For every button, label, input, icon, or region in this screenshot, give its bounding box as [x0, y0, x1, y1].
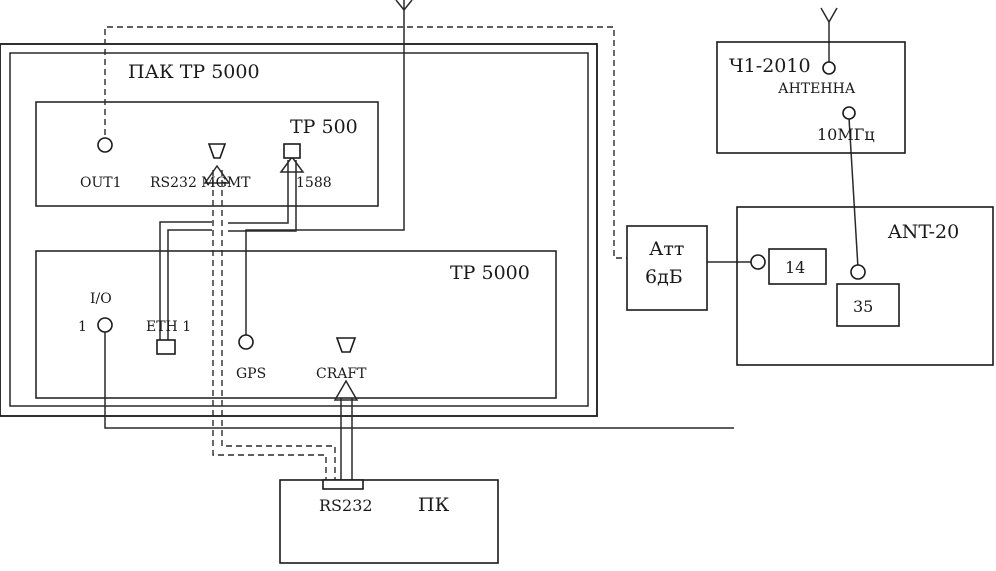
tp500-label: ТР 500	[290, 116, 358, 138]
ant20-port35-connector	[850, 264, 866, 280]
eth-label: ETH 1	[146, 319, 191, 335]
pc-rs232-port	[322, 479, 364, 490]
p1588-cable	[228, 155, 305, 232]
gps-antenna-wire	[245, 10, 405, 340]
ch1-block	[716, 41, 906, 154]
out1-dashed-wire	[104, 26, 627, 259]
eth-port	[156, 339, 176, 355]
gps-label: GPS	[236, 366, 266, 382]
pc-label: ПК	[418, 494, 450, 516]
pak-label: ПАК ТР 5000	[128, 61, 260, 83]
p1588-port	[283, 143, 301, 159]
att-label-1: Атт	[649, 238, 684, 260]
io-port	[97, 317, 113, 333]
eth-cable	[159, 221, 212, 340]
p1588-label: 1588	[296, 175, 332, 191]
craft-cable	[333, 379, 359, 480]
out1-port	[97, 137, 113, 153]
craft-label: CRAFT	[316, 366, 367, 382]
craft-port-icon	[335, 337, 357, 353]
pak-frame	[0, 43, 598, 417]
ch1-antenna-port	[822, 61, 836, 75]
ch1-label: Ч1-2010	[729, 55, 811, 77]
tp5000-label: ТР 5000	[450, 262, 530, 284]
tp5000-block	[35, 250, 557, 399]
att-label-2: 6дБ	[645, 266, 683, 288]
rs232-mgmt-label: RS232 MGMT	[150, 175, 251, 191]
ant20-port35-box	[836, 283, 900, 327]
io-wire	[104, 329, 734, 429]
gps-port	[238, 334, 254, 350]
ch1-10mhz-port	[842, 106, 856, 120]
rs232-mgmt-port-icon	[207, 143, 227, 159]
gps-antenna-icon	[395, 0, 413, 11]
ant20-port14-box	[768, 248, 827, 285]
io-label-num: 1	[78, 319, 87, 335]
ch1-antenna-label: АНТЕННА	[778, 81, 856, 97]
tp500-block	[35, 101, 379, 207]
ref-10mhz-wire	[848, 117, 859, 269]
ant20-port14-label: 14	[785, 258, 805, 277]
ant20-label: ANT-20	[887, 221, 959, 243]
out1-label: OUT1	[80, 175, 122, 191]
att-block	[626, 225, 708, 311]
ant20-port14-connector	[750, 254, 766, 270]
io-label-top: I/O	[90, 291, 112, 307]
ch1-10mhz-label: 10МГц	[817, 125, 875, 144]
ant20-port35-label: 35	[853, 297, 873, 316]
ch1-antenna-icon	[820, 7, 838, 62]
pc-rs232-label: RS232	[319, 496, 373, 515]
ant20-block	[736, 206, 994, 366]
mgmt-dashed-cable	[203, 164, 336, 480]
pc-block	[279, 479, 499, 564]
